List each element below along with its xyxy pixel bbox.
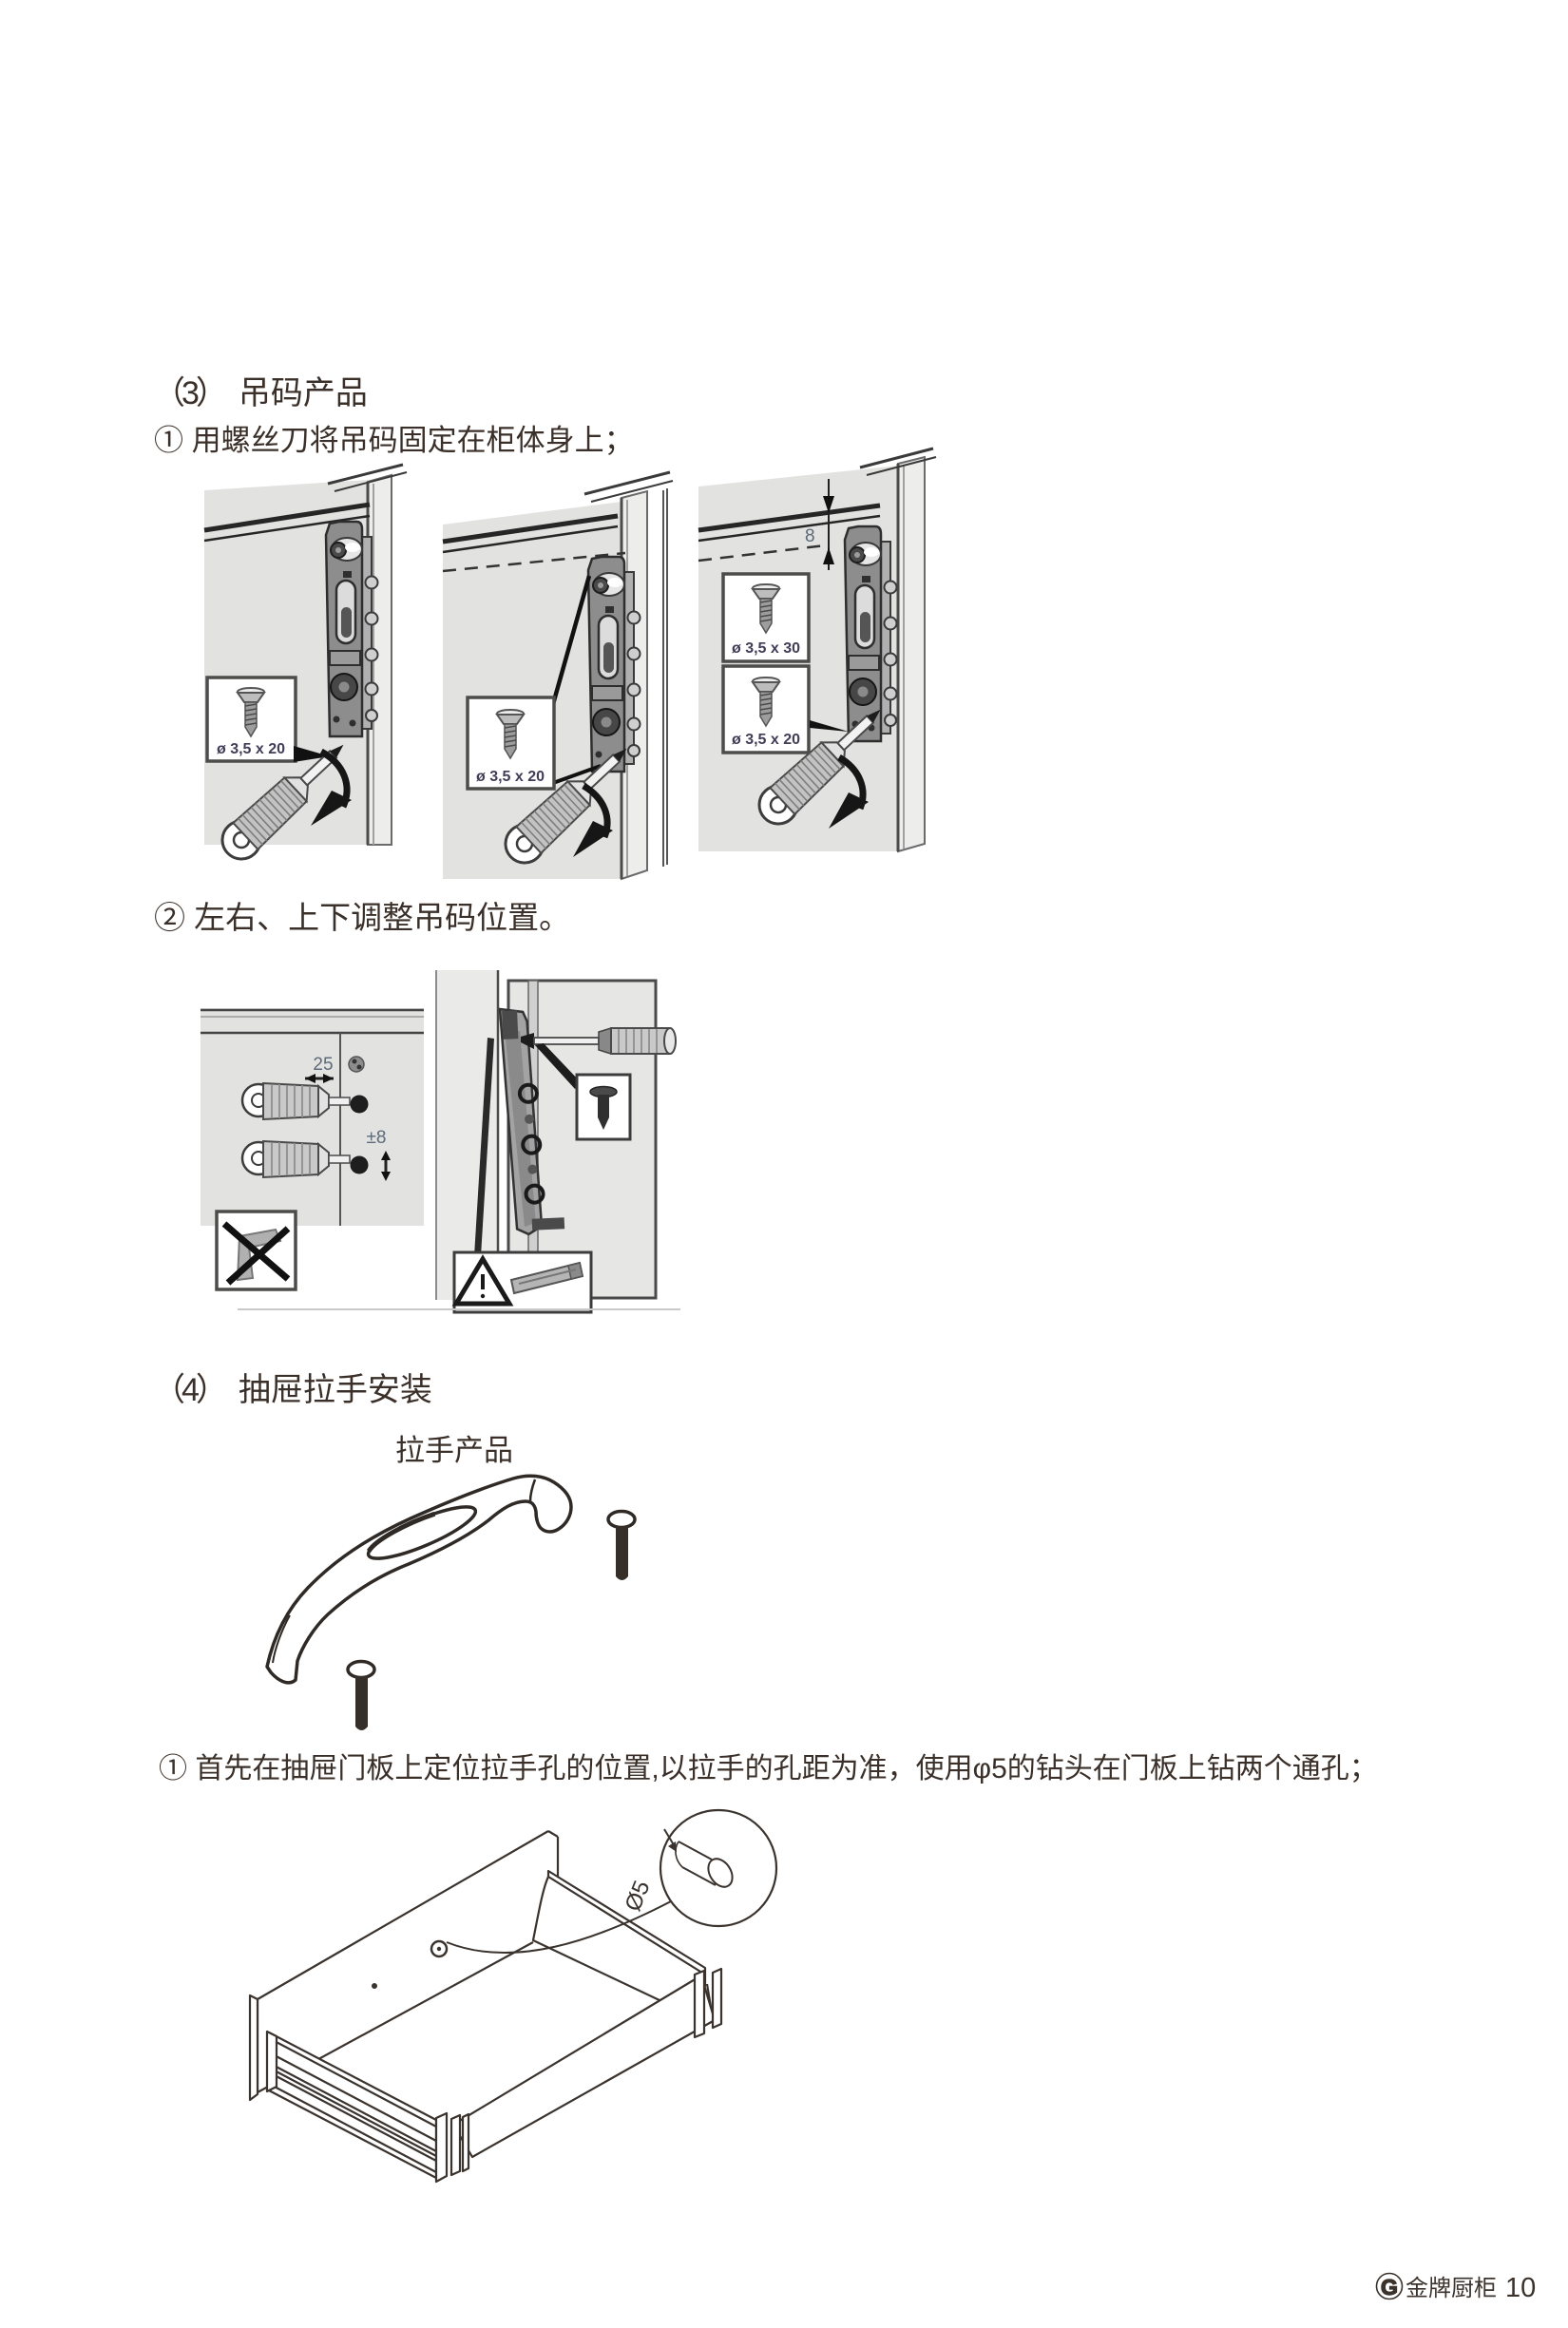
svg-text:G: G: [1381, 2275, 1398, 2299]
svg-text:金牌厨柜: 金牌厨柜: [1405, 2276, 1497, 2301]
svg-text:ø 3,5 x 20: ø 3,5 x 20: [476, 769, 545, 785]
svg-text:±8: ±8: [367, 1128, 387, 1148]
svg-text:8: 8: [805, 526, 815, 546]
svg-text:Ø5: Ø5: [621, 1877, 656, 1915]
svg-text:ø 3,5 x 20: ø 3,5 x 20: [217, 741, 285, 757]
svg-text:10: 10: [1505, 2273, 1536, 2303]
svg-text:25: 25: [313, 1055, 333, 1075]
svg-text:ø 3,5 x 30: ø 3,5 x 30: [732, 640, 800, 657]
svg-text:ø 3,5 x 20: ø 3,5 x 20: [732, 732, 800, 748]
